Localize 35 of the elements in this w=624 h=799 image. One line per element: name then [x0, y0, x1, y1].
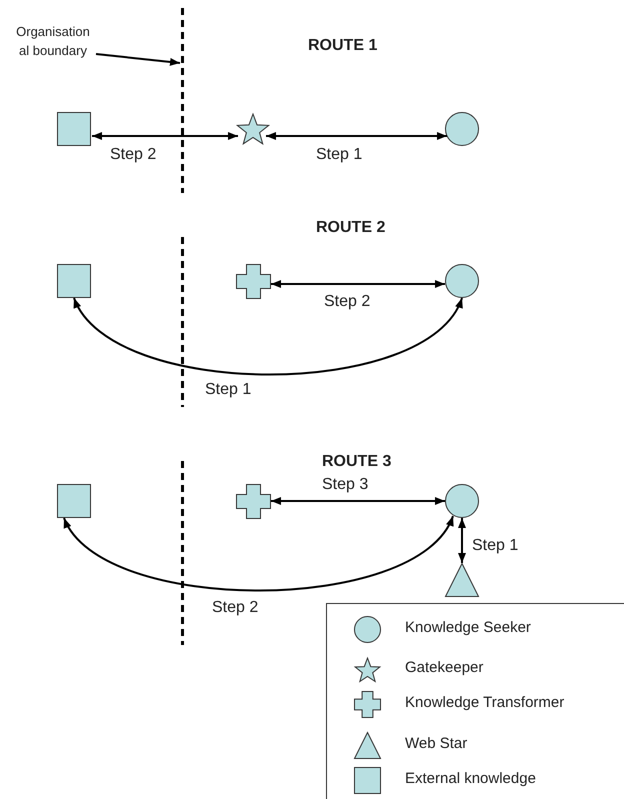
legend-label: Gatekeeper [405, 658, 484, 678]
legend-label: Knowledge Seeker [405, 618, 531, 638]
edge-label: Step 1 [205, 380, 252, 400]
route-heading: ROUTE 1 [308, 36, 378, 56]
cross-shape [236, 484, 271, 519]
edge-label: Step 2 [212, 598, 258, 618]
curved-double-arrow [63, 515, 454, 592]
double-arrow [92, 132, 238, 140]
square-shape [57, 484, 91, 518]
double-arrow [458, 518, 466, 563]
route-heading: ROUTE 3 [322, 452, 392, 472]
legend-label: Web Star [405, 734, 468, 754]
curved-double-arrow [73, 297, 463, 376]
leader-arrow [96, 53, 180, 66]
route-heading: ROUTE 2 [316, 218, 386, 238]
square-shape [57, 264, 91, 298]
circle-shape [445, 264, 479, 298]
dashed-boundary-line [180, 8, 185, 193]
edge-label: Step 1 [316, 145, 362, 165]
star-shape [236, 112, 270, 146]
edge-label: Step 2 [324, 292, 370, 312]
cross-shape [236, 264, 271, 299]
legend-label: External knowledge [405, 769, 536, 789]
double-arrow [271, 280, 445, 288]
square-shape [57, 112, 91, 146]
edge-label: Step 3 [322, 475, 368, 495]
legend-label: Knowledge Transformer [405, 693, 564, 713]
triangle-shape [445, 563, 479, 597]
double-arrow [271, 497, 445, 505]
double-arrow [266, 132, 447, 140]
circle-shape [445, 112, 479, 146]
edge-label: Step 2 [110, 145, 156, 165]
annotation-text: Organisation al boundary [10, 22, 96, 64]
circle-shape [445, 484, 479, 518]
edge-label: Step 1 [472, 536, 518, 556]
